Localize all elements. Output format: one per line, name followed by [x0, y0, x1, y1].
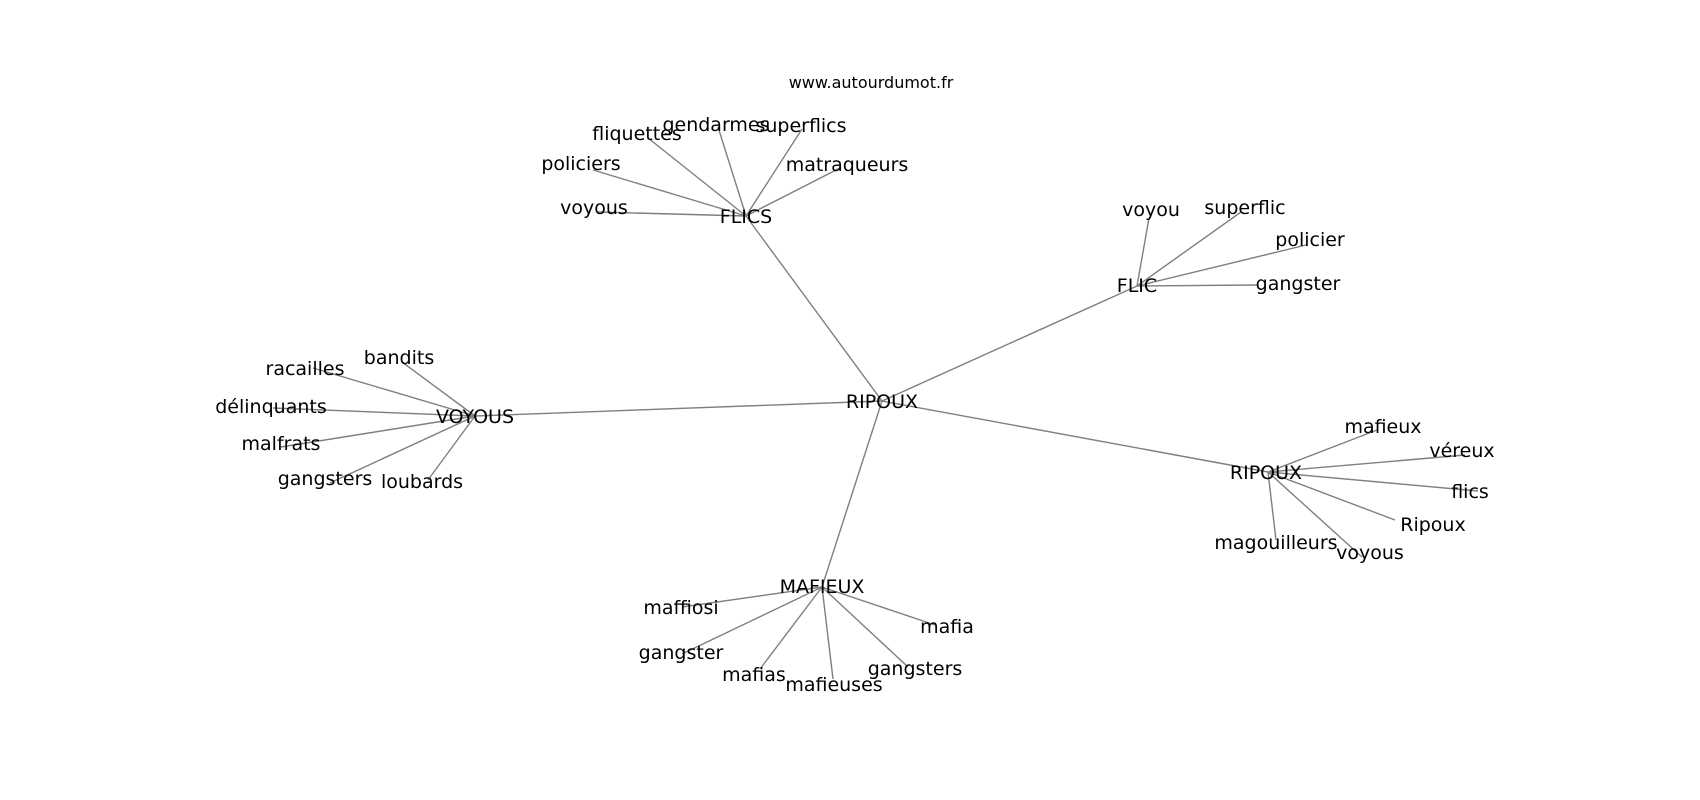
node-label-voyou: voyou — [1122, 199, 1180, 221]
edge-flics-0-to-superflics — [745, 128, 803, 217]
edge-ripoux-3-to-vereux — [1267, 454, 1466, 473]
edge-flics-0-to-voyous — [597, 211, 747, 217]
edge-ripoux-3-to-ripoux — [1267, 471, 1396, 521]
edge-center-to-flics-0 — [745, 215, 883, 402]
labels: www.autourdumot.fr voyous policiers flique… — [215, 73, 1494, 696]
edge-flic-1-to-policier — [1136, 244, 1307, 287]
node-label-policier: policier — [1275, 229, 1345, 251]
edge-center-to-ripoux-3 — [881, 400, 1269, 473]
node-label-gangster: gangster — [639, 642, 724, 664]
edge-center-to-voyous-2 — [474, 400, 883, 417]
node-label-gangsters: gangsters — [278, 468, 373, 490]
node-label-matraqueurs: matraqueurs — [786, 154, 909, 176]
edge-ripoux-3-to-voyous — [1267, 471, 1363, 558]
edge-center-to-mafieux-4 — [821, 400, 883, 588]
edge-mafieux-4-to-mafias — [759, 586, 823, 670]
node-label-fliquettes: fliquettes — [592, 123, 682, 145]
node-label-bandits: bandits — [364, 347, 434, 369]
node-label-ripoux: Ripoux — [1400, 514, 1465, 536]
node-label-delinquants: délinquants — [215, 396, 327, 418]
node-label-mafieux: mafieux — [1344, 416, 1421, 438]
edge-voyous-2-to-loubards — [427, 415, 476, 481]
node-label-voyous: voyous — [560, 197, 628, 219]
edge-voyous-2-to-malfrats — [280, 415, 476, 448]
node-label-superflics: superflics — [755, 115, 846, 137]
node-label-vereux: véreux — [1429, 440, 1494, 462]
node-label-malfrats: malfrats — [242, 433, 321, 455]
node-label-mafieuses: mafieuses — [785, 674, 882, 696]
edge-voyous-2-to-bandits — [401, 361, 476, 417]
node-label-gangsters: gangsters — [868, 658, 963, 680]
node-label-maffiosi: maffiosi — [643, 597, 718, 619]
node-label-magouilleurs: magouilleurs — [1214, 532, 1337, 554]
edge-flic-1-to-superflic — [1136, 211, 1242, 287]
edge-flics-0-to-policiers — [592, 169, 747, 217]
edge-mafieux-4-to-mafia — [821, 586, 936, 626]
edge-flics-0-to-gendarmes — [717, 126, 747, 217]
edge-voyous-2-to-gangsters — [329, 415, 476, 484]
center-node-label: RIPOUX — [846, 391, 918, 413]
edge-flic-1-to-voyou — [1136, 217, 1150, 287]
hub-label-flics-0: FLICS — [720, 206, 772, 228]
node-label-gangster: gangster — [1256, 273, 1341, 295]
hub-label-ripoux-3: RIPOUX — [1230, 462, 1302, 484]
edge-voyous-2-to-racailles — [312, 367, 476, 417]
node-label-mafia: mafia — [920, 616, 974, 638]
node-label-superflic: superflic — [1204, 197, 1285, 219]
edge-mafieux-4-to-gangster — [681, 586, 823, 655]
hub-label-voyous-2: VOYOUS — [436, 406, 514, 428]
edge-mafieux-4-to-gangsters — [821, 586, 909, 668]
node-label-voyous: voyous — [1336, 542, 1404, 564]
node-label-mafias: mafias — [722, 664, 786, 686]
edge-ripoux-3-to-mafieux — [1267, 429, 1378, 473]
edge-voyous-2-to-delinquants — [272, 407, 476, 417]
node-label-loubards: loubards — [381, 471, 463, 493]
node-label-racailles: racailles — [266, 358, 345, 380]
edge-ripoux-3-to-flics — [1267, 471, 1479, 492]
node-label-policiers: policiers — [541, 153, 620, 175]
edge-ripoux-3-to-magouilleurs — [1267, 471, 1277, 541]
hub-label-flic-1: FLIC — [1117, 275, 1157, 297]
edges — [272, 126, 1479, 680]
edge-flics-0-to-matraqueurs — [745, 167, 841, 217]
node-label-gendarmes: gendarmes — [662, 114, 769, 136]
hub-label-mafieux-4: MAFIEUX — [780, 576, 865, 598]
edge-flics-0-to-fliquettes — [647, 137, 747, 217]
watermark-text: www.autourdumot.fr — [789, 73, 954, 92]
edge-flic-1-to-gangster — [1136, 284, 1258, 287]
edge-center-to-flic-1 — [881, 285, 1138, 402]
edge-mafieux-4-to-maffiosi — [681, 586, 823, 608]
edge-mafieux-4-to-mafieuses — [821, 586, 834, 680]
node-label-flics: flics — [1451, 481, 1489, 503]
